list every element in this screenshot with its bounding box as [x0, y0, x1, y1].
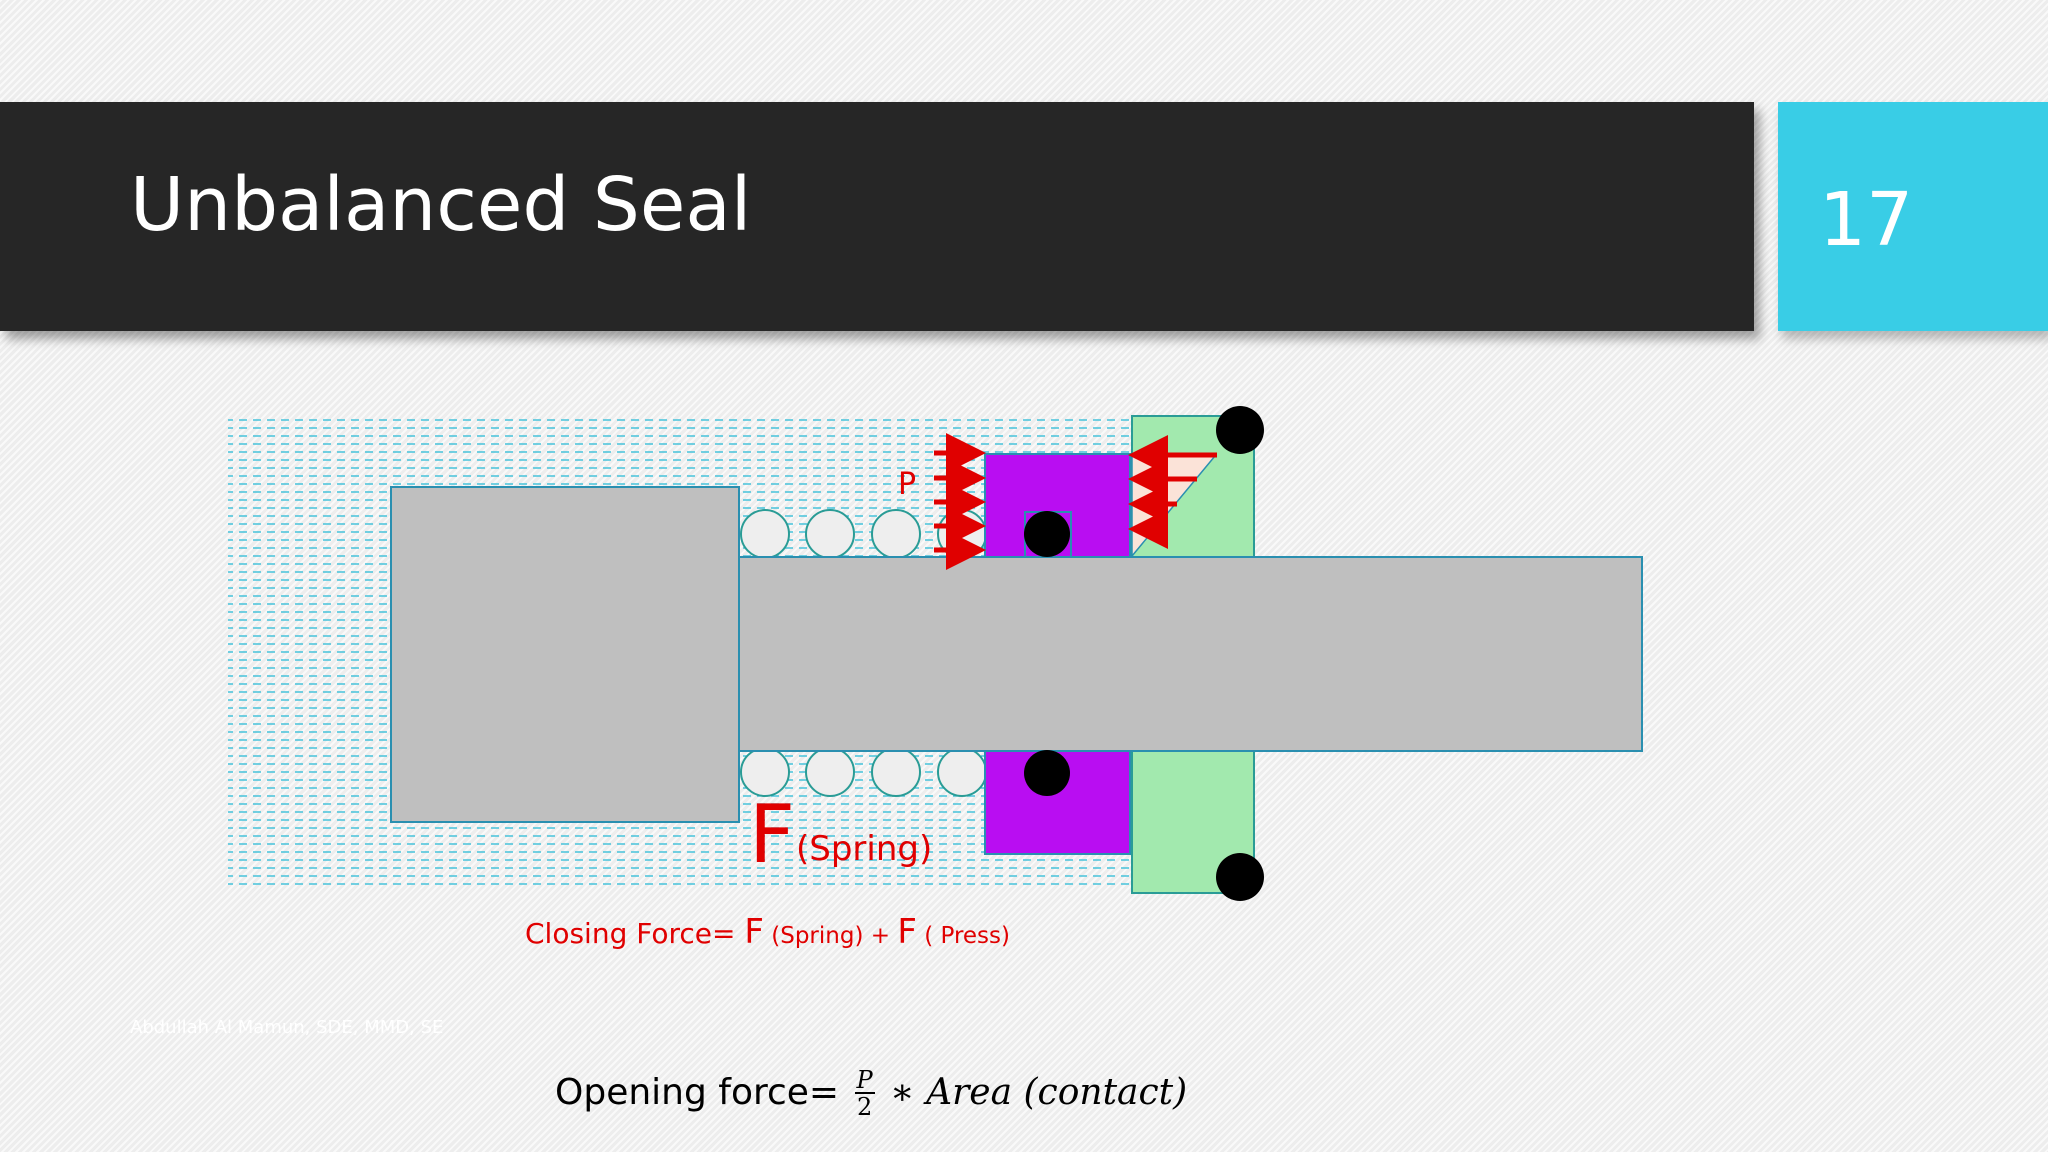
spring-coils-bottom [740, 747, 987, 797]
pressure-label: P [898, 467, 916, 502]
closing-term1-symbol: F [744, 912, 764, 952]
slide-footer: Abdullah Al Mamun, SDE, MMD, SE [130, 1017, 444, 1038]
slide-number-box [1778, 102, 2048, 331]
opening-contact: (contact) [1023, 1072, 1188, 1114]
pressure-arrows-right [934, 433, 986, 570]
seal-hub [390, 486, 740, 823]
pressure-fraction: P 2 [854, 1066, 875, 1121]
oring-rotating-bottom [1024, 750, 1070, 796]
closing-plus: + [863, 923, 898, 949]
opening-area-word: Area [926, 1072, 1013, 1114]
slide-title: Unbalanced Seal [130, 162, 752, 248]
closing-term2-subscript: ( Press) [916, 923, 1010, 949]
title-bar [0, 102, 1754, 331]
spring-force-symbol: F [749, 788, 795, 881]
fraction-numerator: P [854, 1066, 875, 1094]
oring-seat-bottom [1216, 853, 1264, 901]
shaft [738, 556, 1643, 752]
spring-force-subscript: (Spring) [796, 829, 932, 869]
oring-seat-top [1216, 406, 1264, 454]
slide-number: 17 [1819, 177, 1914, 263]
closing-force-equation: Closing Force= F (Spring) + F ( Press) [525, 912, 1010, 952]
pressure-arrows-left [1128, 435, 1217, 549]
oring-rotating-top [1024, 511, 1070, 557]
fraction-denominator: 2 [856, 1093, 873, 1121]
opening-force-equation: Opening force= P 2 ∗ Area (contact) [555, 1068, 1187, 1120]
closing-term2-symbol: F [897, 912, 917, 952]
opening-operator: ∗ [890, 1072, 915, 1114]
closing-force-label: Closing Force= [525, 917, 745, 950]
closing-term1-subscript: (Spring) [763, 923, 864, 949]
opening-force-label: Opening force= [555, 1072, 840, 1114]
